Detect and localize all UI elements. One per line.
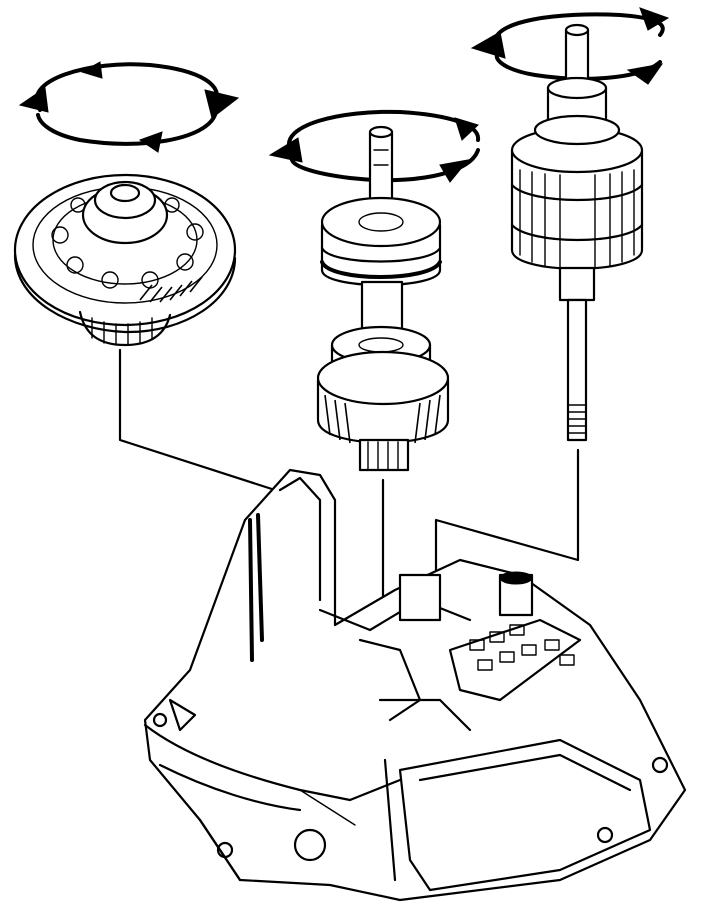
rotation-arrow-icon — [268, 109, 480, 183]
clutch-drum-assembly — [316, 125, 450, 472]
input-shaft-assembly — [510, 23, 644, 442]
rotation-arrow-icon — [18, 61, 240, 153]
rotation-arrow-icon — [470, 7, 670, 85]
ring-gear-assembly — [13, 173, 237, 347]
transaxle-case — [143, 468, 687, 902]
